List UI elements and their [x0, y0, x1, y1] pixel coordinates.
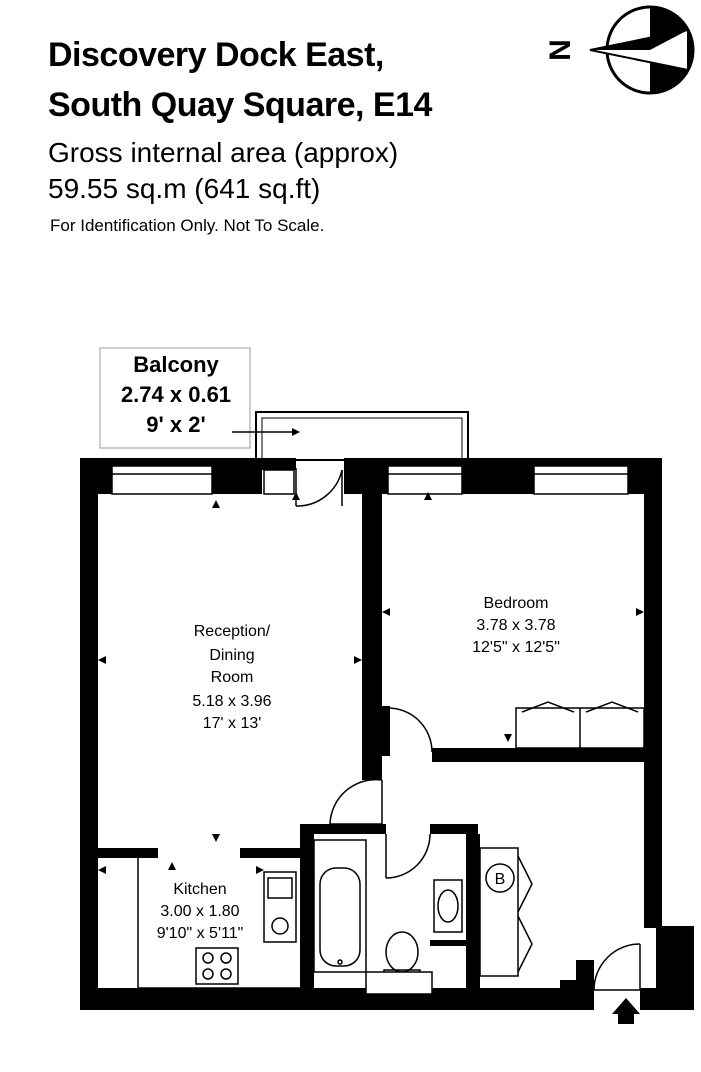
bathroom-threshold [365, 971, 433, 995]
title-line-1: Discovery Dock East, [48, 36, 384, 74]
dimension-arrows [98, 492, 644, 874]
boiler-label: B [495, 871, 506, 888]
windows [111, 465, 629, 495]
kitchen-name: Kitchen [173, 881, 226, 898]
reception-name-1: Reception/ [194, 623, 271, 640]
balcony-metric: 2.74 x 0.61 [121, 382, 231, 407]
title-line-2: South Quay Square, E14 [48, 86, 432, 124]
bathtub-icon [313, 839, 367, 973]
reception-metric: 5.18 x 3.96 [192, 693, 271, 710]
area-value: 59.55 sq.m (641 sq.ft) [48, 173, 321, 204]
balcony-name: Balcony [133, 352, 219, 377]
compass-letter: N [544, 39, 577, 61]
entrance-arrow-icon [612, 998, 640, 1024]
boiler-icon [485, 863, 515, 893]
disclaimer: For Identification Only. Not To Scale. [50, 216, 325, 235]
reception-imperial: 17' x 13' [203, 715, 262, 732]
hall-closet [479, 847, 533, 977]
kitchen-metric: 3.00 x 1.80 [160, 903, 239, 920]
kitchen-sink-icon [263, 871, 297, 943]
kitchen-imperial: 9'10" x 5'11" [157, 925, 244, 942]
bedroom-metric: 3.78 x 3.78 [476, 617, 555, 634]
hob-icon [195, 947, 239, 985]
bedroom-name: Bedroom [484, 595, 549, 612]
sink-icon [433, 879, 463, 933]
walls [80, 458, 694, 1010]
balcony-outline [255, 411, 469, 461]
wardrobes [515, 701, 645, 749]
door-swings [329, 707, 641, 991]
kitchen-counter [137, 858, 300, 989]
balcony-label-box [99, 347, 251, 449]
area-label: Gross internal area (approx) [48, 137, 399, 168]
reception-name-2: Dining [209, 647, 254, 664]
balcony-door [295, 468, 343, 507]
bedroom-imperial: 12'5" x 12'5" [472, 639, 560, 656]
balcony-imperial: 9' x 2' [146, 412, 205, 437]
north-arrow-compass-icon: N [544, 5, 695, 95]
reception-name-3: Room [211, 669, 254, 686]
